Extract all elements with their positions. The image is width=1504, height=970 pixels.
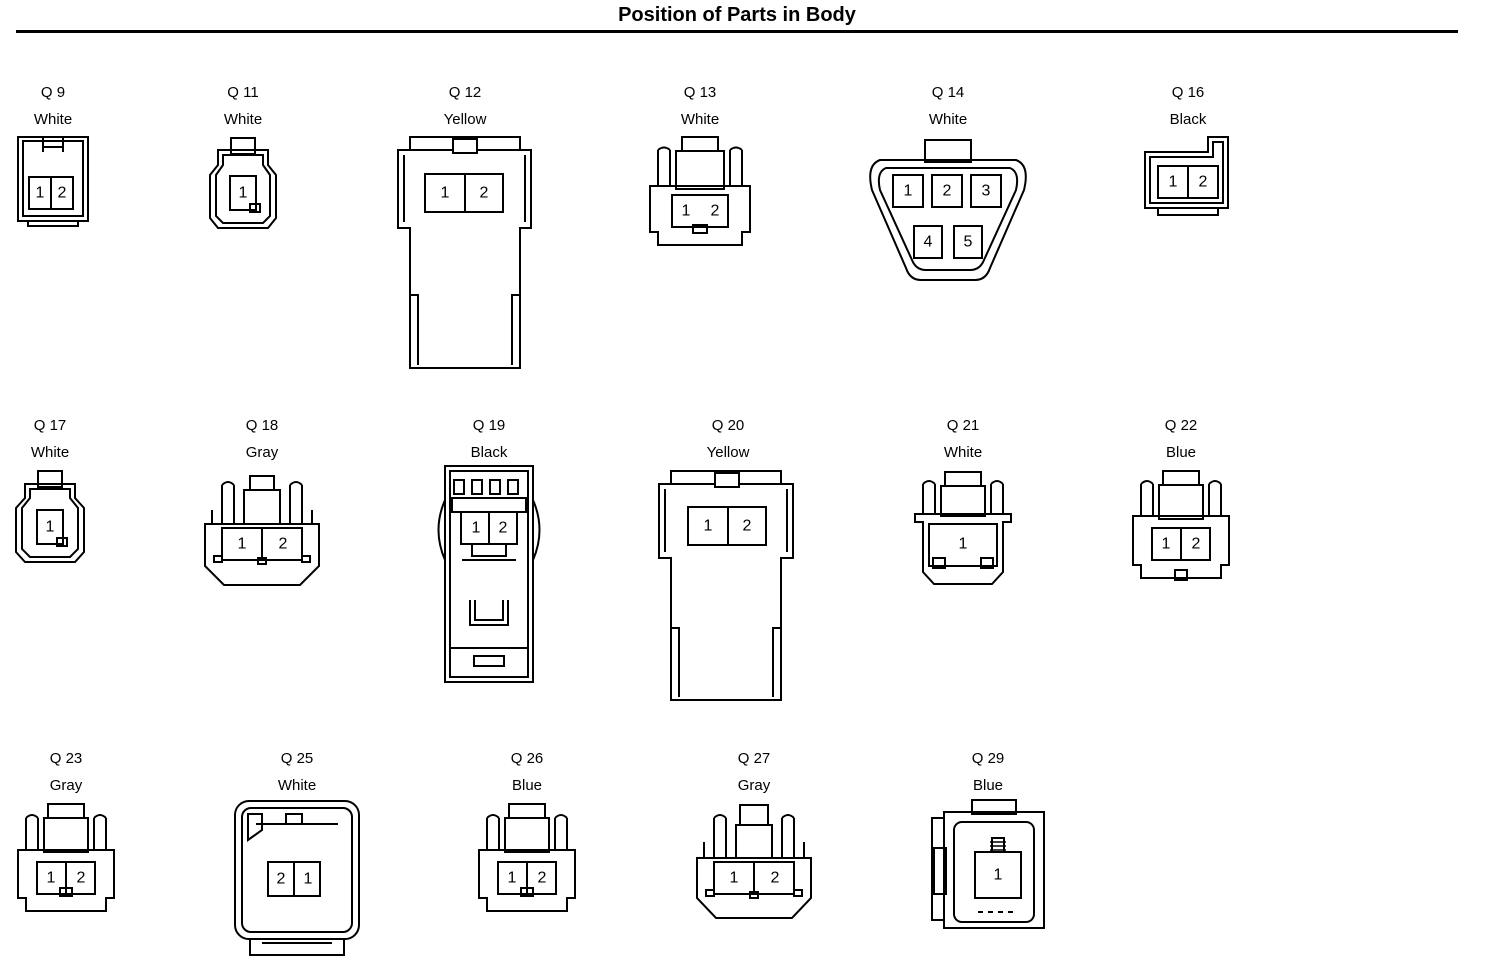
page-title: Position of Parts in Body [618, 4, 856, 26]
connector-id: Q 14 [931, 84, 965, 101]
pin-label: 2 [480, 185, 489, 202]
pin-label: 1 [238, 536, 247, 553]
pin-label: 2 [711, 203, 720, 220]
pin-label: 2 [538, 870, 547, 887]
pin-label: 1 [46, 519, 55, 536]
pin-label: 1 [682, 203, 691, 220]
connector-color: White [680, 111, 720, 128]
connector-color: Gray [49, 777, 83, 794]
connector-id: Q 25 [280, 750, 314, 767]
connector-color: Black [470, 444, 508, 461]
connector-id: Q 11 [227, 84, 259, 101]
connector-id: Q 18 [245, 417, 279, 434]
connector-id: Q 13 [683, 84, 717, 101]
pin-label: 2 [58, 185, 67, 202]
connector-color: Blue [511, 777, 543, 794]
pin-label: 1 [441, 185, 450, 202]
connector-id: Q 21 [946, 417, 980, 434]
connector-color: Gray [737, 777, 771, 794]
connector-id: Q 26 [510, 750, 544, 767]
connector-id: Q 17 [33, 417, 67, 434]
pin-label: 1 [1169, 174, 1178, 191]
connector-color: Blue [1165, 444, 1197, 461]
pin-label: 1 [904, 183, 913, 200]
connector-color: White [33, 111, 73, 128]
pin-label: 1 [304, 871, 313, 888]
connector-color: Yellow [443, 111, 487, 128]
connector-color: Blue [972, 777, 1004, 794]
connector-id: Q 20 [711, 417, 745, 434]
pin-label: 2 [943, 183, 952, 200]
pin-label: 5 [964, 234, 973, 251]
connector-color: Gray [245, 444, 279, 461]
pin-label: 2 [1192, 536, 1201, 553]
pin-label: 2 [279, 536, 288, 553]
pin-label: 2 [1199, 174, 1208, 191]
pin-label: 1 [472, 520, 481, 537]
pin-label: 1 [508, 870, 517, 887]
connector-color: White [223, 111, 263, 128]
connector-color: White [277, 777, 317, 794]
pin-label: 1 [959, 536, 968, 553]
pin-label: 1 [1162, 536, 1171, 553]
pin-label: 1 [47, 870, 56, 887]
connector-id: Q 27 [737, 750, 771, 767]
connector-color: Yellow [706, 444, 750, 461]
pin-label: 2 [771, 870, 780, 887]
connector-id: Q 12 [448, 84, 482, 101]
pin-label: 1 [704, 518, 713, 535]
connector-id: Q 19 [472, 417, 506, 434]
connector-color: White [928, 111, 968, 128]
pin-label: 2 [277, 871, 286, 888]
connector-id: Q 22 [1164, 417, 1198, 434]
pin-label: 1 [36, 185, 45, 202]
pin-label: 1 [994, 867, 1003, 884]
pin-label: 2 [743, 518, 752, 535]
pin-label: 2 [499, 520, 508, 537]
connector-id: Q 23 [49, 750, 83, 767]
pin-label: 1 [239, 185, 248, 202]
pin-label: 1 [730, 870, 739, 887]
pin-label: 3 [982, 183, 991, 200]
connector-color: White [943, 444, 983, 461]
connector-id: Q 29 [971, 750, 1005, 767]
connector-id: Q 9 [40, 84, 66, 101]
pin-label: 4 [924, 234, 933, 251]
connector-color: Black [1169, 111, 1207, 128]
connector-color: White [30, 444, 70, 461]
title-divider [16, 30, 1458, 33]
pin-label: 2 [77, 870, 86, 887]
connector-id: Q 16 [1171, 84, 1205, 101]
